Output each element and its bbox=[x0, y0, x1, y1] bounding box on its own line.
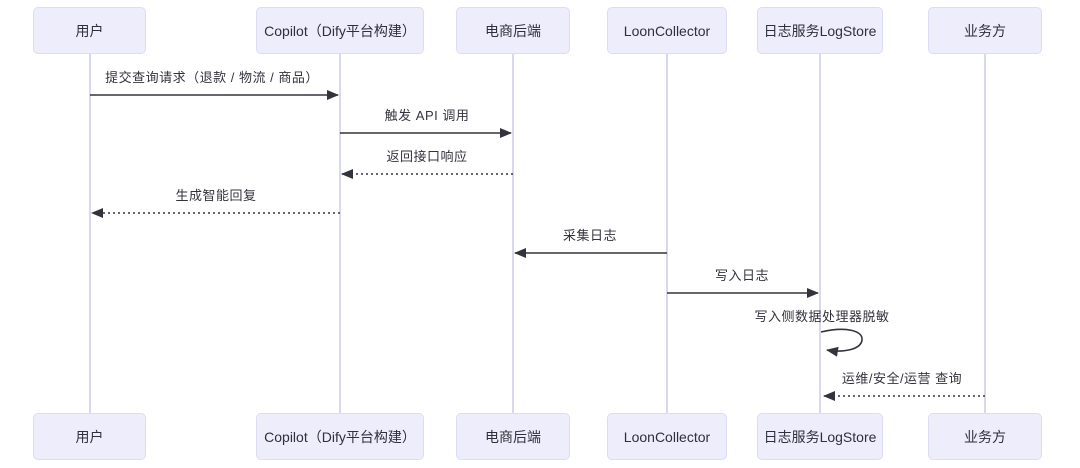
actor-logstore-label: 日志服务LogStore bbox=[763, 428, 877, 445]
actor-business-top: 业务方 bbox=[928, 7, 1042, 54]
actor-user-label: 用户 bbox=[75, 428, 104, 445]
message-label-trigger-api: 触发 API 调用 bbox=[384, 108, 470, 123]
actor-business-bottom: 业务方 bbox=[928, 413, 1042, 460]
message-label-write-logs: 写入日志 bbox=[714, 268, 770, 283]
actor-user-bottom: 用户 bbox=[33, 413, 146, 460]
actor-user-top: 用户 bbox=[33, 7, 146, 54]
actor-copilot-label: Copilot（Dify平台构建） bbox=[264, 22, 416, 39]
actor-ecommerce-backend-bottom: 电商后端 bbox=[456, 413, 570, 460]
actor-copilot-label: Copilot（Dify平台构建） bbox=[264, 428, 416, 445]
arrow-self-loop-desensitize bbox=[820, 328, 863, 357]
actor-looncollector-label: LoonCollector bbox=[623, 22, 711, 39]
actor-looncollector-bottom: LoonCollector bbox=[607, 413, 727, 460]
actor-copilot-bottom: Copilot（Dify平台构建） bbox=[256, 413, 424, 460]
message-label-return-response: 返回接口响应 bbox=[386, 149, 468, 164]
actor-business-label: 业务方 bbox=[964, 428, 1006, 445]
actor-copilot-top: Copilot（Dify平台构建） bbox=[256, 7, 424, 54]
actor-looncollector-top: LoonCollector bbox=[607, 7, 727, 54]
actor-logstore-top: 日志服务LogStore bbox=[757, 7, 883, 54]
message-label-desensitize: 写入侧数据处理器脱敏 bbox=[754, 309, 890, 324]
message-label-ops-query: 运维/安全/运营 查询 bbox=[841, 371, 963, 386]
actor-logstore-label: 日志服务LogStore bbox=[763, 22, 877, 39]
actor-looncollector-label: LoonCollector bbox=[623, 428, 711, 445]
actor-ecommerce-backend-top: 电商后端 bbox=[456, 7, 570, 54]
actor-ecommerce-backend-label: 电商后端 bbox=[485, 428, 541, 445]
actor-business-label: 业务方 bbox=[964, 22, 1006, 39]
message-label-collect-logs: 采集日志 bbox=[562, 228, 618, 243]
actor-logstore-bottom: 日志服务LogStore bbox=[757, 413, 883, 460]
actor-ecommerce-backend-label: 电商后端 bbox=[485, 22, 541, 39]
message-label-generate-reply: 生成智能回复 bbox=[175, 188, 257, 203]
message-label-submit-query: 提交查询请求（退款 / 物流 / 商品） bbox=[105, 70, 319, 85]
actor-user-label: 用户 bbox=[75, 22, 104, 39]
